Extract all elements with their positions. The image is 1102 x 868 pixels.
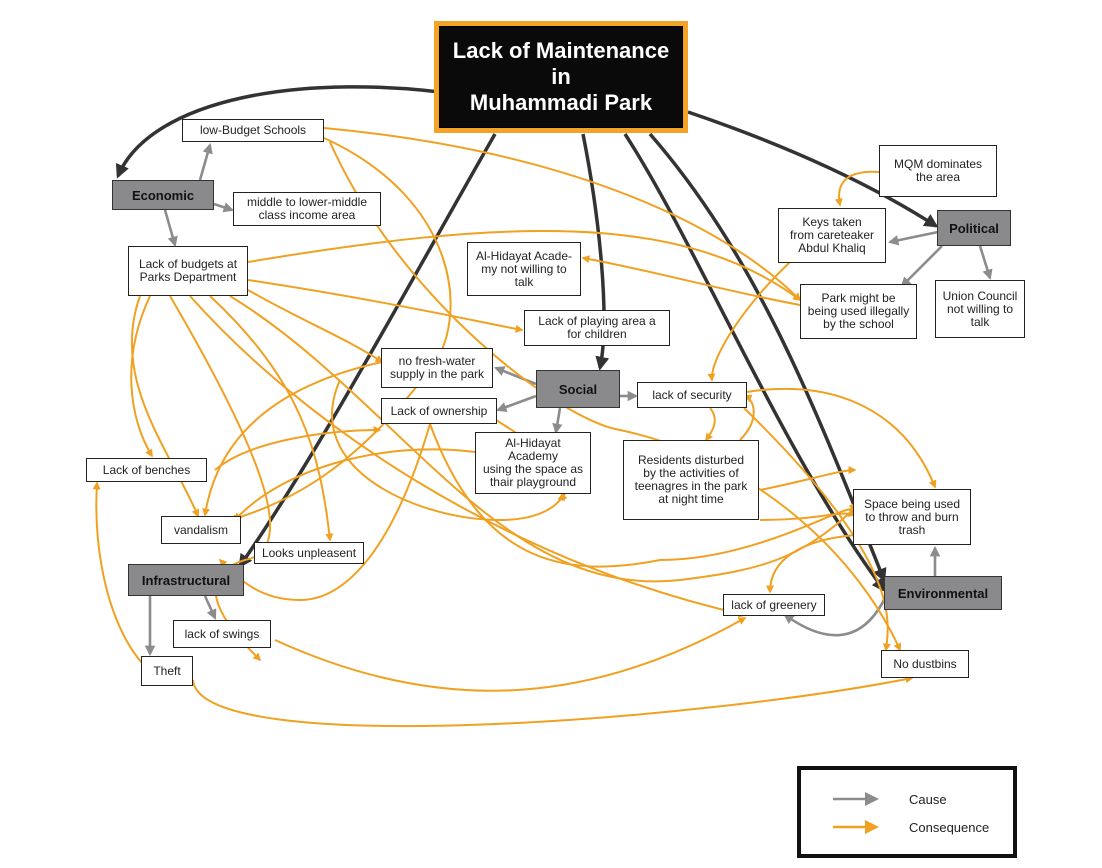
node-lack-greenery: lack of greenery [723, 594, 825, 616]
legend-cause-label: Cause [909, 791, 947, 807]
consequence-edge-40 [331, 379, 566, 522]
cause-edge-6 [198, 143, 213, 181]
cause-arrow-icon [833, 792, 879, 806]
consequence-edge-42 [759, 466, 857, 491]
cause-edge-8 [163, 209, 178, 247]
cause-edge-17 [203, 595, 217, 620]
consequence-arrow-icon [833, 820, 879, 834]
category-economic: Economic [112, 180, 214, 210]
node-alhidayat-not-willing: Al-Hidayat Acade- my not willing to talk [467, 242, 581, 296]
legend-cause: Cause [831, 790, 947, 808]
cause-edge-7 [213, 202, 234, 213]
legend-consequence: Consequence [831, 818, 989, 836]
node-space-trash: Space being used to throw and burn trash [853, 489, 971, 545]
node-lack-playing-area: Lack of playing area a for children [524, 310, 670, 346]
legend-consequence-label: Consequence [909, 819, 990, 835]
consequence-edge-28 [130, 295, 153, 458]
consequence-edge-20 [834, 170, 881, 207]
dark-edge-0 [115, 85, 471, 179]
cause-edge-10 [900, 245, 943, 288]
node-middle-income: middle to lower-middle class income area [233, 192, 381, 226]
consequence-edge-27 [247, 289, 384, 363]
consequence-edge-26 [247, 279, 524, 333]
node-keys-taken: Keys taken from careteaker Abdul Khaliq [778, 208, 886, 263]
dark-edge-2 [581, 133, 610, 371]
node-lack-ownership: Lack of ownership [381, 398, 497, 424]
legend: Cause Consequence [797, 766, 1017, 858]
consequence-edge-38 [429, 423, 856, 568]
dark-edge-3 [238, 133, 497, 569]
consequence-edge-34 [746, 387, 937, 489]
consequence-edge-36 [202, 361, 383, 517]
cause-edge-9 [887, 230, 939, 246]
consequence-edge-23 [323, 127, 802, 302]
dark-edge-4 [623, 133, 886, 593]
node-low-budget-schools: low-Budget Schools [182, 119, 324, 142]
consequence-edge-21 [707, 261, 791, 382]
consequence-edge-44 [766, 534, 856, 594]
consequence-edge-22 [581, 255, 801, 306]
consequence-edge-35 [705, 407, 716, 442]
consequence-edge-50 [214, 426, 382, 471]
node-lack-swings: lack of swings [173, 620, 271, 648]
node-mqm: MQM dominates the area [879, 145, 997, 197]
node-lack-benches: Lack of benches [86, 458, 207, 482]
consequence-edge-25 [247, 229, 802, 301]
cause-edge-14 [552, 407, 563, 435]
consequence-edge-47 [192, 675, 914, 728]
node-looks-unpleasant: Looks unpleasent [254, 542, 364, 564]
consequence-edge-30 [209, 295, 334, 542]
consequence-edge-29 [130, 295, 200, 518]
node-union-council: Union Council not willing to talk [935, 280, 1025, 338]
consequence-edge-39 [218, 423, 431, 602]
node-vandalism: vandalism [161, 516, 241, 544]
consequence-edge-49 [274, 617, 747, 692]
node-alhidayat-playground: Al-Hidayat Academy using the space as th… [475, 432, 591, 494]
node-lack-security: lack of security [637, 382, 747, 408]
node-no-fresh-water: no fresh-water supply in the park [381, 348, 493, 388]
category-political: Political [937, 210, 1011, 246]
consequence-edge-45 [743, 407, 891, 652]
consequence-edge-41 [739, 394, 755, 441]
consequence-edge-33 [189, 295, 747, 618]
cause-edge-11 [978, 245, 993, 280]
node-residents-disturbed: Residents disturbed by the activities of… [623, 440, 759, 520]
cause-edge-13 [496, 394, 537, 413]
consequence-edge-46 [329, 141, 902, 652]
dark-edge-1 [687, 110, 939, 228]
node-park-illegal: Park might be being used illegally by th… [800, 284, 917, 339]
category-infrastructural: Infrastructural [128, 564, 244, 596]
title-node: Lack of Maintenance in Muhammadi Park [434, 21, 688, 133]
consequence-edge-37 [233, 448, 476, 522]
cause-edge-12 [494, 366, 537, 386]
node-lack-budgets: Lack of budgets at Parks Department [128, 246, 248, 296]
consequence-edge-43 [759, 509, 857, 521]
cause-edge-19 [783, 595, 888, 637]
node-theft: Theft [141, 656, 193, 686]
category-environmental: Environmental [884, 576, 1002, 610]
category-social: Social [536, 370, 620, 408]
node-no-dustbins: No dustbins [881, 650, 969, 678]
